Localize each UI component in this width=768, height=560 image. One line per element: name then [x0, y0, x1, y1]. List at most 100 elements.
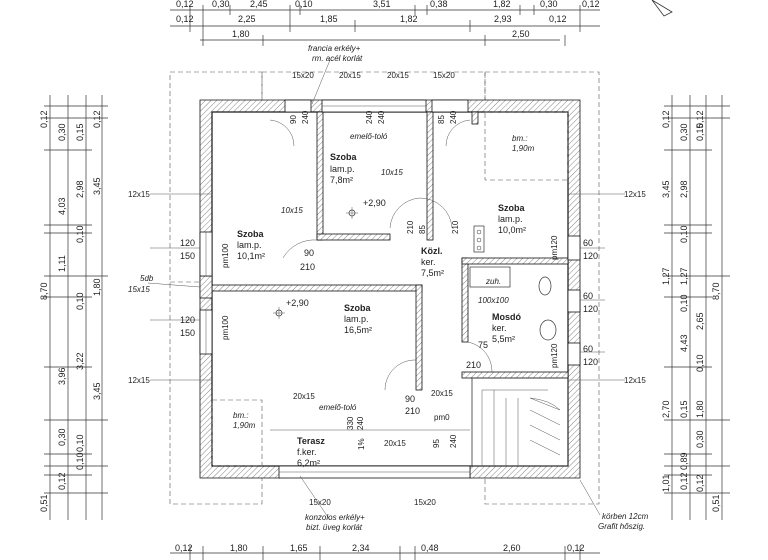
dim-d120d: 120 — [583, 304, 598, 314]
dim-d210e: 210 — [451, 220, 460, 234]
dim-left-c3: 3,96 — [57, 367, 67, 385]
windows — [199, 99, 581, 479]
dim-right-a3: 2,98 — [679, 180, 689, 198]
dim-bot-4: 2,34 — [352, 543, 370, 553]
dim-d95: 95 — [432, 439, 441, 448]
note-5db-size: 15x15 — [128, 285, 150, 294]
dim-left-a1: 0,12 — [39, 110, 49, 128]
dim-d210b: 210 — [405, 406, 420, 416]
dim-right-a8: 0,15 — [679, 400, 689, 418]
dim-d120b: 120 — [180, 315, 195, 325]
room-2-floor: lam.p. — [498, 214, 523, 224]
dim-left-b3: 0,10 — [75, 434, 85, 452]
opening-4: 15x20 — [433, 71, 455, 80]
dim-d150b: 150 — [180, 328, 195, 338]
dim-left-b2: 2,98 — [75, 180, 85, 198]
opening-7: 12x15 — [128, 376, 150, 385]
room-6-name: Mosdó — [492, 312, 521, 322]
dim-right-b4: 2,65 — [695, 312, 705, 330]
balcony-labels: bm.: 1,90m bm.: 1,90m — [233, 134, 535, 430]
sink-icon — [539, 319, 557, 341]
dim-left-a3: 4,03 — [57, 197, 67, 215]
dim-right-a5: 1,27 — [679, 267, 689, 285]
note-francia: francia erkély+ — [308, 44, 361, 53]
dim-top-r2-1: 0,12 — [176, 14, 194, 24]
dim-left-c2: 3,45 — [92, 177, 102, 195]
dim-pm0: pm0 — [434, 413, 450, 422]
bottom-dimension-lines: 0,12 1,80 1,65 2,34 0,48 2,60 0,12 — [170, 543, 600, 560]
dim-pm100a: pm100 — [221, 243, 230, 268]
dim-d75: 75 — [478, 340, 488, 350]
room-1-area: 7,8m² — [330, 175, 353, 185]
dim-top-r3-2: 2,50 — [512, 29, 530, 39]
room-7-floor: f.ker. — [297, 447, 317, 457]
left-dimension-lines: 0,12 0,30 4,03 0,10 1,11 0,10 3,22 0,30 … — [39, 95, 108, 520]
level-labels: +2,90 +2,90 — [286, 198, 386, 308]
note-konzolos-2: bizt. üveg korlát — [306, 523, 363, 532]
inner-walls — [199, 111, 569, 391]
room-4-area: 7,5m² — [421, 268, 444, 278]
dim-d120a: 120 — [180, 238, 195, 248]
dim-d150a: 150 — [180, 251, 195, 261]
note-zuh: zuh. — [485, 277, 501, 286]
room-6-area: 5,5m² — [492, 334, 515, 344]
room-4-name: Közl. — [421, 246, 443, 256]
room-3-name: Szoba — [237, 229, 264, 239]
opening-1: 15x20 — [292, 71, 314, 80]
dim-right-b7: 0,30 — [695, 430, 705, 448]
dim-right-c1: 0,12 — [695, 110, 705, 128]
dim-right-b5: 0,10 — [695, 354, 705, 372]
dim-left-d1: 8,70 — [39, 282, 49, 300]
dim-d210f: 210 — [466, 360, 481, 370]
dim-right-c3: 0,12 — [695, 474, 705, 492]
dim-right-a7: 4,43 — [679, 334, 689, 352]
dim-top-8: 0,30 — [540, 0, 558, 9]
dim-right-b6: 1,80 — [695, 400, 705, 418]
balcony-2-label: bm.: — [233, 411, 249, 420]
dim-top-r2-2: 2,25 — [238, 14, 256, 24]
balcony-1-value: 1,90m — [512, 144, 535, 153]
dim-d240b: 240 — [365, 110, 374, 124]
note-emelo-bottom: emelő-toló — [319, 403, 357, 412]
dim-d240a: 240 — [301, 110, 310, 124]
dim-right-c2: 0,12 — [679, 472, 689, 490]
dim-d330: 330 — [346, 416, 355, 430]
dim-top-r2-4: 1,82 — [400, 14, 418, 24]
dim-top-1: 0,12 — [176, 0, 194, 9]
room-3-floor: lam.p. — [237, 240, 262, 250]
dim-top-r2-5: 2,93 — [494, 14, 512, 24]
balconies — [211, 111, 569, 467]
dim-d120c: 120 — [583, 251, 598, 261]
dim-right-b2: 3,45 — [661, 180, 671, 198]
dim-d60a: 60 — [583, 238, 593, 248]
balcony-1-label: bm.: — [512, 134, 528, 143]
room-2-area: 10,0m² — [498, 225, 526, 235]
dim-right-b1: 0,15 — [695, 123, 705, 141]
opening-10: 10x15 — [281, 206, 303, 215]
dim-bot-6: 2,60 — [503, 543, 521, 553]
dim-left-c4: 3,45 — [92, 382, 102, 400]
dim-right-a6: 0,10 — [679, 294, 689, 312]
dim-pm120b: pm120 — [550, 343, 559, 368]
opening-16: 15x20 — [414, 498, 436, 507]
dim-d210a: 210 — [300, 262, 315, 272]
room-1-floor: lam.p. — [330, 164, 355, 174]
level-markers — [273, 207, 358, 319]
dim-left-a6: 0,10 — [75, 292, 85, 310]
room-4-floor: ker. — [421, 257, 436, 267]
opening-labels: 15x20 20x15 20x15 15x20 12x15 12x15 12x1… — [128, 71, 646, 507]
dim-d60b: 60 — [583, 291, 593, 301]
dim-left-b4: 1,80 — [92, 278, 102, 296]
door-swings — [269, 119, 493, 391]
room-1-name: Szoba — [330, 152, 357, 162]
dim-left-d2: 0,51 — [39, 494, 49, 512]
opening-8: 12x15 — [624, 376, 646, 385]
dim-d85b: 85 — [418, 225, 427, 234]
bathroom-fixtures — [469, 225, 557, 341]
dim-d240e: 240 — [356, 416, 365, 430]
dim-d210d: 210 — [406, 220, 415, 234]
right-dimension-lines: 0,12 0,30 2,98 0,10 1,27 0,10 4,43 0,15 … — [661, 95, 730, 520]
opening-14: 20x15 — [384, 439, 406, 448]
dim-top-r2-6: 0,12 — [549, 14, 567, 24]
dim-left-a5: 1,11 — [57, 255, 67, 272]
